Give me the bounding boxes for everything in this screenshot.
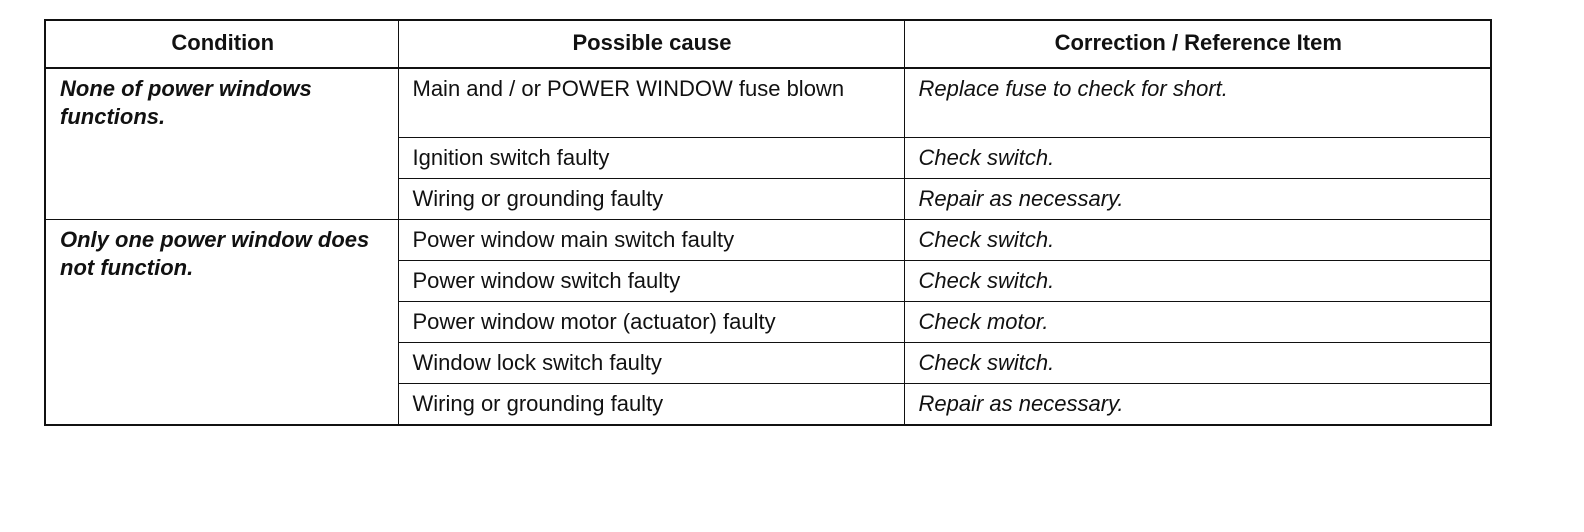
- cause-cell: Power window motor (actuator) faulty: [397, 301, 905, 343]
- troubleshooting-table: Condition Possible cause Correction / Re…: [44, 19, 1492, 426]
- condition-cell: Only one power window does not function.: [44, 219, 399, 426]
- correction-cell: Replace fuse to check for short.: [903, 67, 1492, 138]
- correction-cell: Repair as necessary.: [903, 178, 1492, 220]
- table-row: Only one power window does not function.…: [44, 219, 1492, 426]
- table-header-row: Condition Possible cause Correction / Re…: [44, 19, 1492, 69]
- table-row: Ignition switch faulty Check switch.: [45, 137, 1492, 179]
- cause-cell: Power window switch faulty: [397, 260, 905, 302]
- correction-cell: Check switch.: [903, 219, 1492, 261]
- correction-cell: Check switch.: [903, 137, 1492, 179]
- cause-cell: Power window main switch faulty: [397, 219, 905, 261]
- cause-cell: Ignition switch faulty: [397, 137, 905, 179]
- header-possible-cause: Possible cause: [397, 19, 905, 69]
- correction-cell: Repair as necessary.: [903, 383, 1492, 426]
- table-row: None of power windows functions. Main an…: [44, 67, 1492, 220]
- correction-cell: Check motor.: [903, 301, 1492, 343]
- header-correction: Correction / Reference Item: [903, 19, 1492, 69]
- correction-cell: Check switch.: [903, 260, 1492, 302]
- cause-cell: Wiring or grounding faulty: [397, 178, 905, 220]
- correction-cell: Check switch.: [903, 342, 1492, 384]
- condition-cell: None of power windows functions.: [44, 67, 399, 220]
- cause-cell: Wiring or grounding faulty: [397, 383, 905, 426]
- table-row: Window lock switch faulty Check switch.: [45, 342, 1492, 384]
- cause-cell: Main and / or POWER WINDOW fuse blown: [397, 67, 905, 138]
- cause-cell: Window lock switch faulty: [397, 342, 905, 384]
- table-row: Wiring or grounding faulty Repair as nec…: [45, 383, 1492, 426]
- header-condition: Condition: [44, 19, 399, 69]
